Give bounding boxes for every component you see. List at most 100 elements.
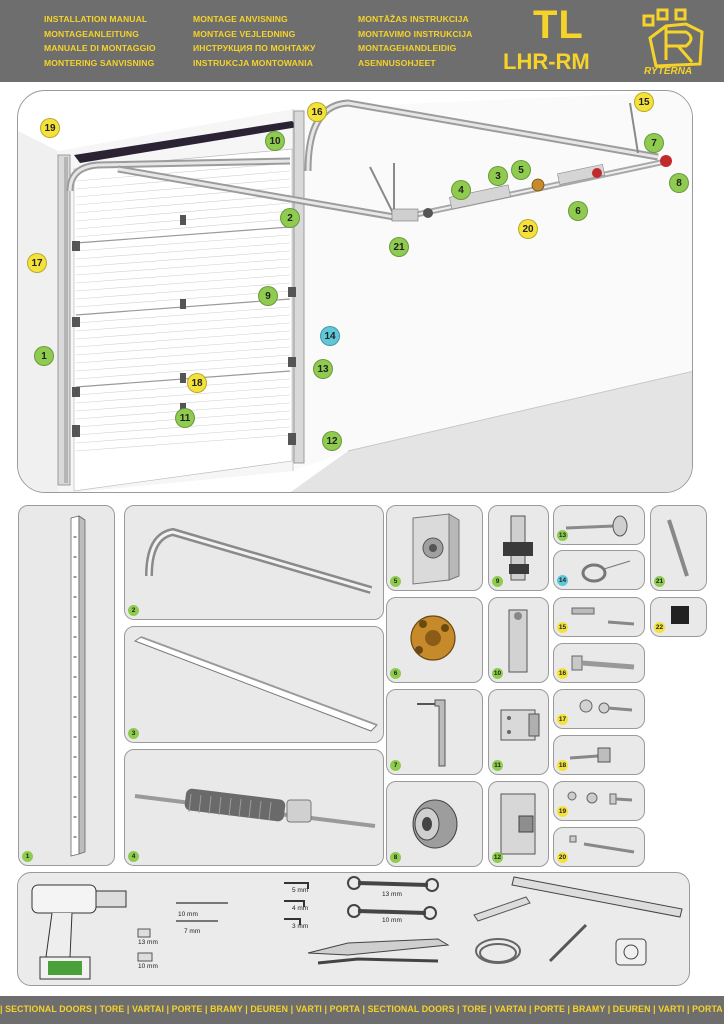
roller-icon: [565, 515, 628, 537]
long-bolt-nut-icon: [569, 835, 635, 854]
torsion-spring-icon: [134, 788, 376, 828]
installation-overview-panel: 19 10 16 15 7 8 5 3 4 6 20 2 21 17 9 14 …: [17, 90, 693, 493]
part-box-angle-brace: 21: [650, 505, 707, 591]
title-line: INSTRUKCJA MONTOWANIA: [193, 57, 314, 68]
part-number-badge: 20: [557, 852, 568, 863]
drill-bit-label: 10 mm: [178, 911, 198, 918]
part-number-badge: 8: [390, 852, 401, 863]
title-column-2: MONTAGE ANVISNING MONTAGE VEJLEDNING ИНС…: [193, 12, 316, 70]
title-line: MONTAGEANLEITUNG: [44, 28, 140, 39]
part-box-hex-bolt: 16: [553, 643, 645, 683]
part-box-rubber-block: 22: [650, 597, 707, 637]
tools-drawing: [31, 876, 683, 980]
title-line: MONTERING SANVISNING: [44, 57, 155, 68]
title-line: MONTAGE ANVISNING: [193, 14, 288, 24]
callout-badge: 13: [313, 359, 333, 379]
part-box-horizontal-track: 2: [124, 505, 384, 620]
cable-drum-icon: [412, 799, 458, 849]
header-bar: INSTALLATION MANUAL MONTAGEANLEITUNG MAN…: [0, 0, 724, 82]
part-number-badge: 4: [128, 851, 139, 862]
part-box-intermediate-hinge: 9: [488, 505, 549, 591]
part-box-cable-drum: 8: [386, 781, 483, 867]
part-number-badge: 13: [557, 530, 568, 541]
part-number-badge: 9: [492, 576, 503, 587]
wrench-label: 13 mm: [382, 891, 402, 898]
title-column-1: INSTALLATION MANUAL MONTAGEANLEITUNG MAN…: [44, 12, 156, 70]
bottom-bracket-icon: [500, 793, 536, 855]
callout-badge: 20: [518, 219, 538, 239]
part-number-badge: 2: [128, 605, 139, 616]
part-number-badge: 6: [390, 668, 401, 679]
part-box-cable: 14: [553, 550, 645, 590]
part-number-badge: 14: [557, 575, 568, 586]
hex-bolt-icon: [571, 655, 635, 671]
cable-icon: [581, 560, 631, 583]
angle-brace-icon: [667, 519, 689, 577]
part-box-long-bolt-nut: 20: [553, 827, 645, 867]
drill-bit-label: 7 mm: [184, 928, 201, 935]
part-number-badge: 18: [557, 760, 568, 771]
part-number-badge: 15: [557, 622, 568, 633]
part-box-bolt-nut-washer: 19: [553, 781, 645, 821]
hanger-bracket-icon: [417, 699, 446, 767]
shaft-icon: [133, 636, 378, 732]
part-number-badge: 1: [22, 851, 33, 862]
part-number-badge: 5: [390, 576, 401, 587]
product-code: TL: [533, 3, 584, 47]
callout-badge: 9: [258, 286, 278, 306]
ryterna-logo-icon: [642, 8, 704, 68]
part-number-badge: 12: [492, 852, 503, 863]
title-line: MONTAGE VEJLEDNING: [193, 28, 296, 39]
intermediate-hinge-icon: [503, 515, 533, 581]
part-box-vertical-track: 1: [18, 505, 115, 866]
drill-icon: [31, 884, 127, 980]
callout-badge: 15: [634, 92, 654, 112]
carriage-bolt-icon: [579, 699, 633, 714]
callout-badge: 2: [280, 208, 300, 228]
part-number-badge: 16: [557, 668, 568, 679]
part-number-badge: 7: [390, 760, 401, 771]
part-box-self-tapping-screw: 18: [553, 735, 645, 775]
title-column-3: MONTĀŽAS INSTRUKCIJA MONTAVIMO INSTRUKCI…: [358, 12, 472, 70]
hex-key-label: 4 mm: [292, 905, 309, 912]
part-box-carriage-bolt: 17: [553, 689, 645, 729]
wrench-label: 10 mm: [382, 917, 402, 924]
callout-badge: 10: [265, 131, 285, 151]
hex-key-label: 5 mm: [292, 887, 309, 894]
product-model: LHR-RM: [503, 49, 590, 74]
part-box-shaft: 3: [124, 626, 384, 743]
title-line: ASENNUSOHJEET: [358, 57, 436, 68]
part-box-top-hinge: 10: [488, 597, 549, 683]
title-line: ИНСТРУКЦИЯ ПО МОНТАЖУ: [193, 43, 316, 53]
part-number-badge: 10: [492, 668, 503, 679]
callout-badge: 17: [27, 253, 47, 273]
part-box-bottom-bracket: 12: [488, 781, 549, 867]
callout-badge: 11: [175, 408, 195, 428]
rubber-block-icon: [671, 606, 689, 624]
garage-door-drawing: [18, 91, 692, 492]
title-line: INSTALLATION MANUAL: [44, 14, 148, 24]
vertical-track-icon: [70, 515, 86, 857]
part-number-badge: 19: [557, 806, 568, 817]
part-box-hanger-bracket: 7: [386, 689, 483, 775]
part-number-badge: 3: [128, 728, 139, 739]
part-box-spring-cone: 6: [386, 597, 483, 683]
title-line: MANUALE DI MONTAGGIO: [44, 43, 156, 53]
footer-bar: | SECTIONAL DOORS | TORE | VARTAI | PORT…: [0, 996, 724, 1024]
socket-label: 13 mm: [138, 939, 158, 946]
callout-badge: 1: [34, 346, 54, 366]
part-box-bearing-plate: 5: [386, 505, 483, 591]
bolt-nut-washer-icon: [567, 791, 633, 805]
horizontal-curved-track-icon: [145, 527, 373, 594]
callout-badge: 19: [40, 118, 60, 138]
callout-badge: 7: [644, 133, 664, 153]
callout-badge: 6: [568, 201, 588, 221]
callout-badge: 14: [320, 326, 340, 346]
callout-badge: 3: [488, 166, 508, 186]
title-line: MONTAVIMO INSTRUKCIJA: [358, 28, 473, 39]
callout-badge: 4: [451, 180, 471, 200]
self-tapping-screw-icon: [569, 747, 611, 763]
part-number-badge: 17: [557, 714, 568, 725]
part-box-anchor-bolt: 15: [553, 597, 645, 637]
callout-badge: 21: [389, 237, 409, 257]
